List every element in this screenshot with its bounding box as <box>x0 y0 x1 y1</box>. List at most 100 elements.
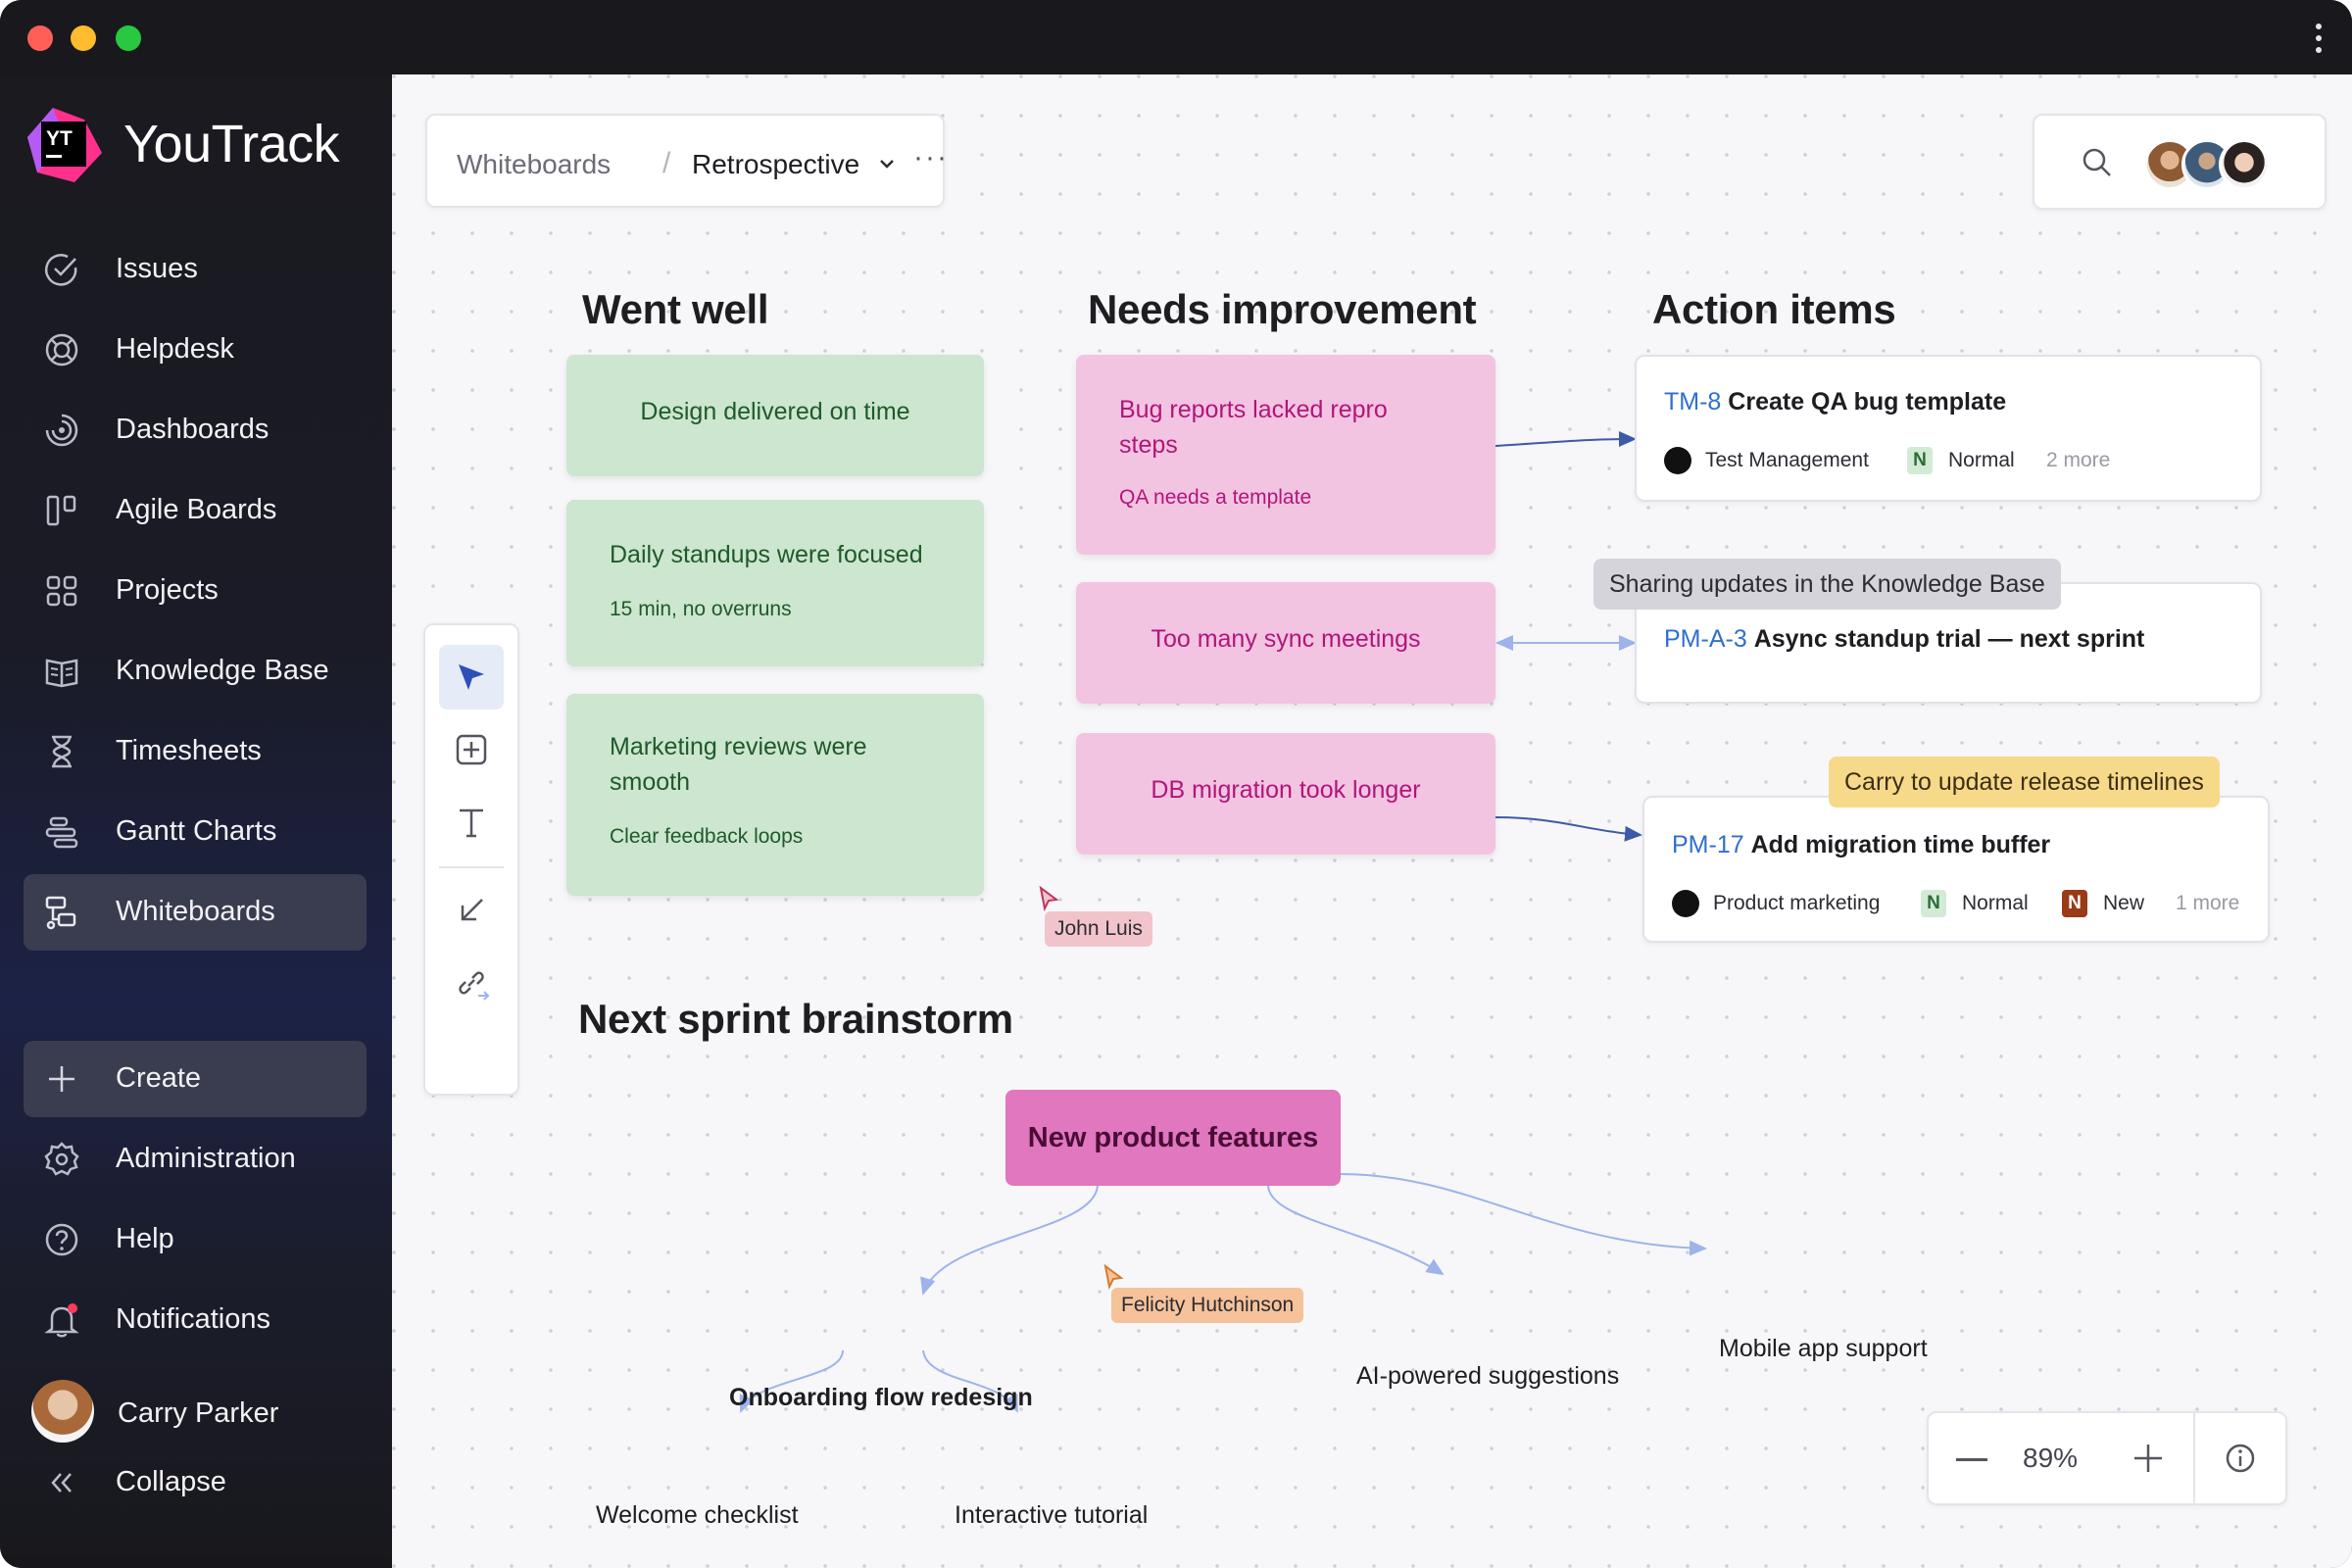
project-icon <box>1664 447 1691 474</box>
priority-label: Normal <box>1962 892 2029 914</box>
user-avatar[interactable] <box>31 1380 94 1443</box>
collaborator-avatar[interactable] <box>2219 139 2270 190</box>
zoom-in-button[interactable] <box>2131 1441 2166 1476</box>
column-title-needs-improvement: Needs improvement <box>1088 286 1477 332</box>
sticky-note[interactable]: Bug reports lacked repro steps QA needs … <box>1076 355 1495 555</box>
sidebar-item-label: Gantt Charts <box>116 815 277 847</box>
sticky-note[interactable]: DB migration took longer <box>1076 733 1495 855</box>
sidebar-item-knowledge-base[interactable]: Knowledge Base <box>24 633 367 710</box>
priority-badge: N <box>1907 447 1933 474</box>
sidebar-item-projects[interactable]: Projects <box>24 553 367 629</box>
toolbar-divider <box>439 866 504 868</box>
issue-summary: Async standup trial — next sprint <box>1753 625 2145 653</box>
mind-map-node[interactable]: Welcome checklist <box>596 1501 799 1529</box>
collapse-button[interactable]: Collapse <box>24 1445 367 1521</box>
pointer-icon <box>459 664 484 690</box>
youtrack-logo-icon[interactable]: YT <box>24 104 106 186</box>
maximize-window-button[interactable] <box>116 25 141 51</box>
mind-map-node[interactable]: AI-powered suggestions <box>1356 1362 1620 1390</box>
mind-map-node[interactable]: Onboarding flow redesign <box>729 1384 1033 1411</box>
drawing-toolbar <box>423 623 519 1096</box>
sidebar-item-help[interactable]: Help <box>24 1201 367 1278</box>
minimize-window-button[interactable] <box>71 25 96 51</box>
sidebar-item-label: Agile Boards <box>116 494 277 525</box>
chevron-down-icon[interactable] <box>876 153 898 174</box>
state-label: New <box>2103 892 2145 914</box>
sidebar-item-label: Issues <box>116 253 198 284</box>
issue-id[interactable]: PM-17 <box>1672 831 1744 858</box>
sticky-note[interactable]: Daily standups were focused 15 min, no o… <box>566 500 984 666</box>
sticky-note[interactable]: Design delivered on time <box>566 355 984 476</box>
sidebar-item-administration[interactable]: Administration <box>24 1121 367 1198</box>
sidebar-item-dashboards[interactable]: Dashboards <box>24 392 367 468</box>
column-title-action-items: Action items <box>1652 286 1896 332</box>
check-circle-icon <box>45 254 77 286</box>
issue-id[interactable]: TM-8 <box>1664 388 1722 416</box>
user-name[interactable]: Carry Parker <box>118 1397 279 1429</box>
collaborators-panel <box>2033 114 2327 210</box>
sticky-note-text: Too many sync meetings <box>1151 625 1421 653</box>
close-window-button[interactable] <box>27 25 53 51</box>
text-tool-button[interactable] <box>439 790 504 855</box>
sidebar-item-agile-boards[interactable]: Agile Boards <box>24 472 367 549</box>
issue-id[interactable]: PM-A-3 <box>1664 625 1747 653</box>
issue-card[interactable]: PM-17 Add migration time buffer Product … <box>1642 796 2270 943</box>
more-options-button[interactable]: ··· <box>913 141 949 173</box>
sticky-note-subtext: 15 min, no overruns <box>610 598 792 620</box>
sidebar-item-label: Dashboards <box>116 414 270 445</box>
remote-cursor-label: Felicity Hutchinson <box>1111 1288 1304 1323</box>
text-icon <box>460 808 483 838</box>
add-element-button[interactable] <box>439 717 504 782</box>
whiteboard-canvas[interactable]: Whiteboards / Retrospective ··· Went wel… <box>392 74 2352 1568</box>
agile-board-icon <box>46 495 76 526</box>
sidebar-item-issues[interactable]: Issues <box>24 231 367 308</box>
sidebar-item-label: Whiteboards <box>116 896 275 927</box>
comment-tag[interactable]: Carry to update release timelines <box>1829 757 2220 808</box>
help-icon <box>45 1223 78 1256</box>
sidebar-item-timesheets[interactable]: Timesheets <box>24 713 367 790</box>
column-title-went-well: Went well <box>582 286 769 332</box>
mind-map-center-node[interactable]: New product features <box>1005 1090 1341 1186</box>
create-button[interactable]: Create <box>24 1041 367 1117</box>
sticky-note-text: Marketing reviews were smooth <box>610 733 867 796</box>
priority-badge: N <box>1921 890 1946 917</box>
info-icon[interactable] <box>2223 1441 2258 1476</box>
book-icon <box>45 659 78 688</box>
connector-tool-button[interactable] <box>439 878 504 943</box>
mind-map-node[interactable]: Mobile app support <box>1719 1335 1928 1362</box>
link-icon <box>459 971 490 1001</box>
comment-tag[interactable]: Sharing updates in the Knowledge Base <box>1593 559 2061 610</box>
search-icon[interactable] <box>2080 145 2115 180</box>
sticky-note[interactable]: Too many sync meetings <box>1076 582 1495 704</box>
mind-map-node[interactable]: Interactive tutorial <box>955 1501 1149 1529</box>
double-chevron-left-icon <box>51 1473 72 1493</box>
sidebar-item-label: Collapse <box>116 1466 226 1497</box>
more-fields-link[interactable]: 2 more <box>2046 449 2111 471</box>
issue-title[interactable]: TM-8 Create QA bug template <box>1664 388 2006 416</box>
zoom-level: 89% <box>2023 1443 2079 1473</box>
breadcrumb-current[interactable]: Retrospective <box>692 149 860 179</box>
issue-title[interactable]: PM-17 Add migration time buffer <box>1672 831 2050 859</box>
link-tool-button[interactable] <box>439 951 504 1015</box>
priority-label: Normal <box>1948 449 2015 471</box>
issue-title[interactable]: PM-A-3 Async standup trial — next sprint <box>1664 625 2144 654</box>
breadcrumb-root[interactable]: Whiteboards <box>457 149 612 179</box>
sticky-note-text: Bug reports lacked repro steps <box>1119 396 1388 459</box>
sidebar-item-helpdesk[interactable]: Helpdesk <box>24 312 367 388</box>
sidebar-item-whiteboards[interactable]: Whiteboards <box>24 874 367 951</box>
sidebar-item-label: Knowledge Base <box>116 655 329 686</box>
title-bar <box>0 0 2352 74</box>
more-fields-link[interactable]: 1 more <box>2176 892 2240 914</box>
project-name: Product marketing <box>1713 892 1881 914</box>
select-tool-button[interactable] <box>439 645 504 710</box>
issue-card[interactable]: TM-8 Create QA bug template Test Managem… <box>1635 355 2262 502</box>
dashboard-icon <box>45 414 78 447</box>
sticky-note[interactable]: Marketing reviews were smooth Clear feed… <box>566 694 984 896</box>
hourglass-icon <box>52 735 72 768</box>
sidebar-item-gantt-charts[interactable]: Gantt Charts <box>24 794 367 870</box>
zoom-out-button[interactable] <box>1956 1458 1987 1461</box>
window-menu-icon[interactable] <box>2313 24 2325 53</box>
issue-summary: Add migration time buffer <box>1750 831 2051 858</box>
sidebar-item-notifications[interactable]: Notifications <box>24 1282 367 1358</box>
